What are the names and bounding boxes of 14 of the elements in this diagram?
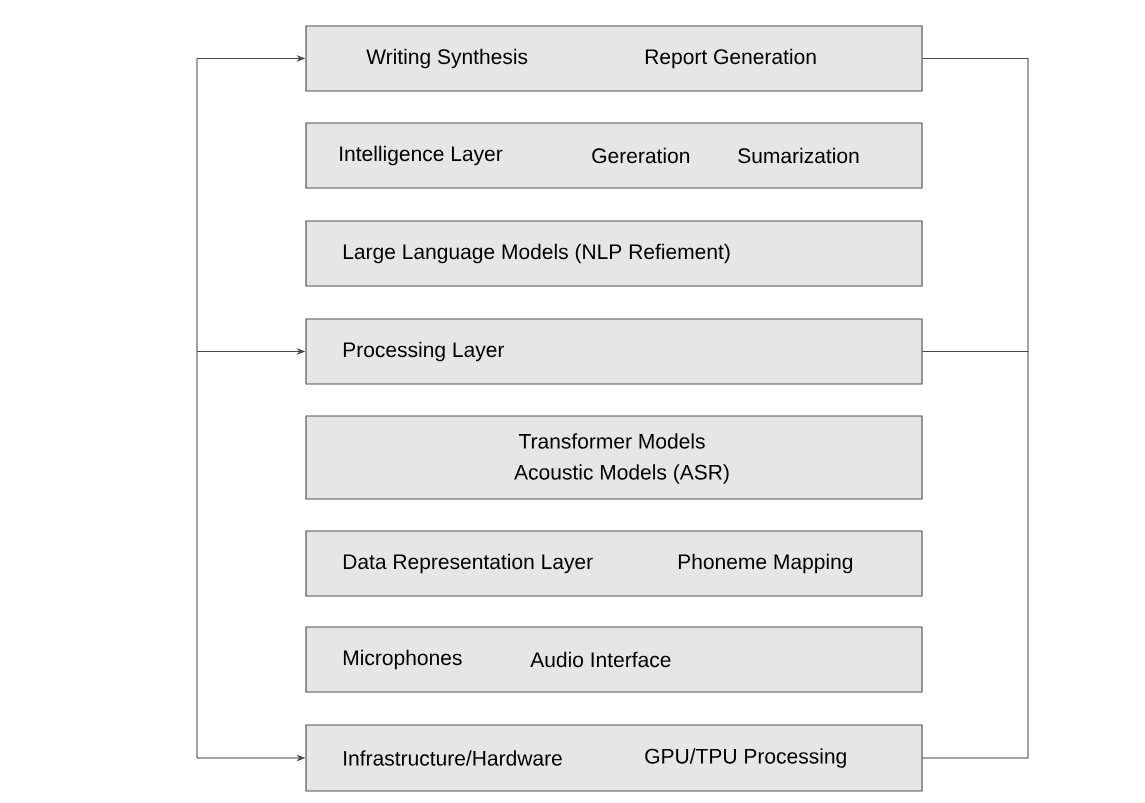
layer-box: Writing Synthesis Report Generation [305, 25, 923, 92]
layer-box: Large Language Models (NLP Refiement) [305, 220, 923, 287]
layer-box: Processing Layer [305, 318, 923, 385]
connector-line [196, 58, 198, 759]
arrow [196, 55, 305, 62]
layer-box: Infrastructure/Hardware GPU/TPU Processing [305, 724, 923, 792]
layer-box: Microphones Audio Interface [305, 626, 923, 693]
layer-box: Transformer Models Acoustic Models (ASR) [305, 415, 923, 500]
arrow [196, 755, 305, 761]
arrow [196, 348, 305, 355]
layer-box: Data Representation Layer Phoneme Mapping [305, 530, 923, 597]
connector-line [922, 351, 1029, 759]
layer-box: Intelligence Layer Gereration Sumarization [305, 122, 923, 189]
connector-line [922, 58, 1029, 352]
